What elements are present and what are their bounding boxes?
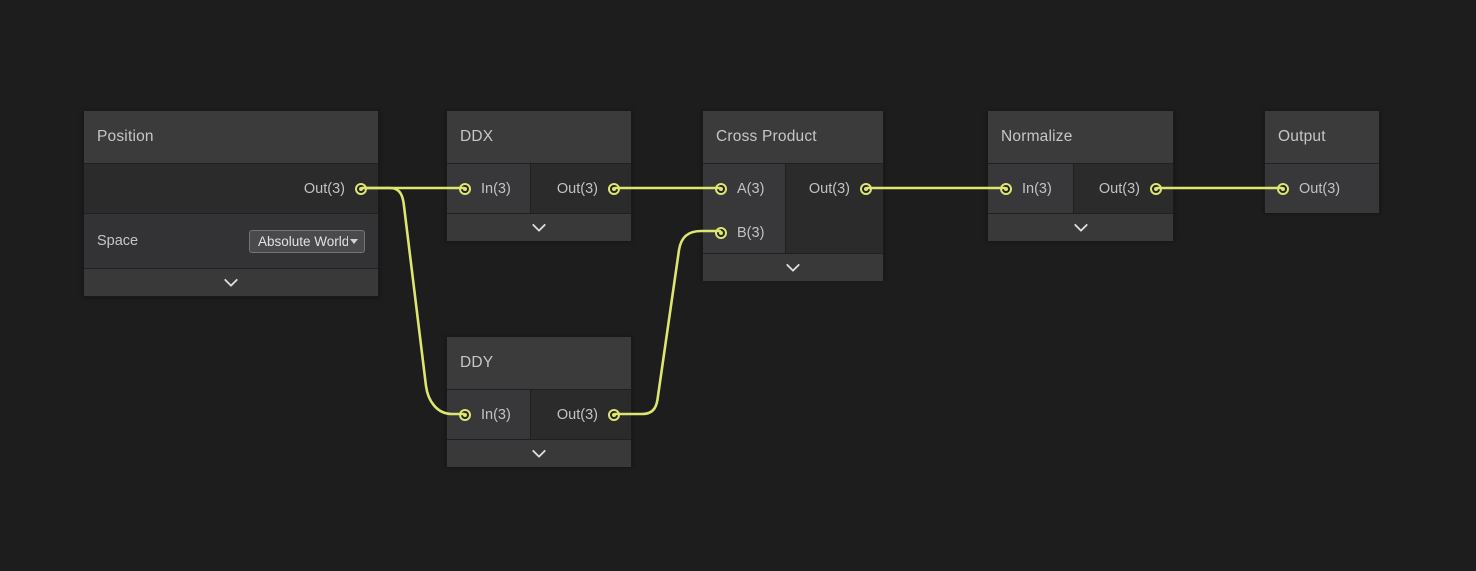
ddx-out-port[interactable] — [608, 182, 620, 195]
cross-b-port[interactable] — [715, 227, 727, 239]
node-title[interactable]: Normalize — [988, 111, 1173, 163]
normalize-out-port[interactable] — [1150, 182, 1162, 195]
space-label: Space — [97, 233, 139, 249]
port-label: In(3) — [481, 180, 511, 197]
port-label: In(3) — [1022, 180, 1052, 197]
node-position[interactable]: Position Out(3) Space Absolute World — [83, 110, 379, 297]
port-label: B(3) — [737, 225, 765, 241]
ddx-in-port[interactable] — [459, 182, 471, 195]
cross-a-port[interactable] — [715, 182, 727, 195]
chevron-down-icon — [223, 272, 239, 287]
node-title[interactable]: Cross Product — [703, 111, 883, 163]
space-dropdown-value: Absolute World — [258, 233, 348, 249]
port-label: Out(3) — [1299, 180, 1341, 197]
node-output[interactable]: Output Out(3) — [1264, 110, 1380, 213]
port-label: In(3) — [481, 406, 511, 423]
cross-out-port[interactable] — [860, 182, 872, 195]
port-label: Out(3) — [556, 406, 598, 423]
port-label: Out(3) — [1098, 180, 1140, 197]
ddy-collapse-button[interactable] — [447, 440, 631, 467]
normalize-in-port[interactable] — [1000, 182, 1012, 195]
chevron-down-icon — [1073, 217, 1088, 232]
port-label: Out(3) — [556, 180, 598, 197]
position-out-port[interactable] — [355, 182, 367, 195]
node-cross-product[interactable]: Cross Product A(3) B(3) Out(3) — [702, 110, 884, 281]
ddy-out-port[interactable] — [608, 408, 620, 421]
node-ddx[interactable]: DDX In(3) Out(3) — [446, 110, 632, 241]
node-title[interactable]: Output — [1265, 111, 1379, 163]
output-in-port[interactable] — [1277, 182, 1289, 195]
node-title[interactable]: DDY — [447, 337, 631, 389]
port-label: Out(3) — [303, 180, 345, 197]
port-label: A(3) — [737, 180, 765, 197]
position-collapse-button[interactable] — [84, 269, 378, 296]
chevron-down-icon — [785, 257, 801, 272]
ddy-in-port[interactable] — [459, 408, 471, 421]
node-title[interactable]: DDX — [447, 111, 631, 163]
space-dropdown[interactable]: Absolute World — [249, 229, 365, 253]
cross-collapse-button[interactable] — [703, 254, 883, 281]
dropdown-arrow-icon — [350, 238, 358, 244]
node-normalize[interactable]: Normalize In(3) Out(3) — [987, 110, 1174, 241]
chevron-down-icon — [531, 443, 547, 458]
ddx-collapse-button[interactable] — [447, 214, 631, 241]
normalize-collapse-button[interactable] — [988, 214, 1173, 241]
chevron-down-icon — [531, 217, 547, 232]
node-ddy[interactable]: DDY In(3) Out(3) — [446, 336, 632, 467]
node-title[interactable]: Position — [84, 111, 378, 163]
port-label: Out(3) — [808, 180, 850, 197]
